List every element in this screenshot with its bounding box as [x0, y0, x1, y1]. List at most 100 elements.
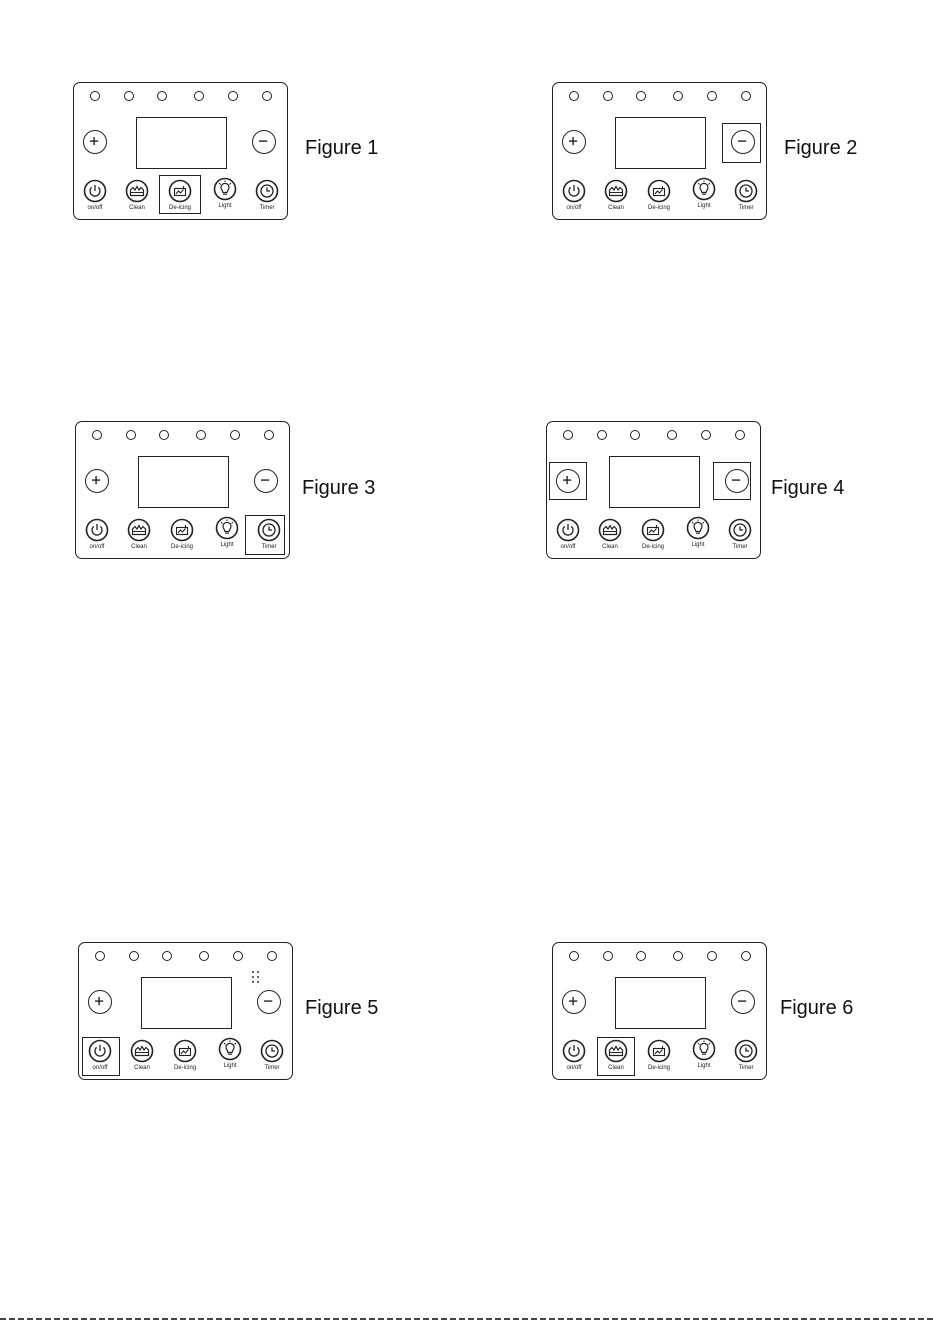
power-icon: [562, 179, 586, 203]
clean-icon: [604, 179, 628, 203]
minus-button[interactable]: [252, 130, 276, 154]
timer-label: Timer: [252, 1065, 292, 1072]
timer-label: Timer: [726, 205, 766, 212]
display-screen: [609, 456, 700, 508]
light-label: Light: [684, 203, 724, 210]
indicator-led: [667, 430, 677, 440]
de-icing-label: De-icing: [639, 205, 679, 212]
indicator-led: [159, 430, 169, 440]
indicator-led: [735, 430, 745, 440]
figure-label: Figure 6: [780, 996, 853, 1020]
power-icon: [562, 1039, 586, 1063]
clean-icon: [598, 518, 622, 542]
light-bulb-icon: [215, 516, 239, 540]
onoff-label: on/off: [554, 205, 594, 212]
display-screen: [136, 117, 227, 169]
de-icing-icon: [647, 1039, 671, 1063]
plus-button[interactable]: [83, 130, 107, 154]
clean-button[interactable]: [598, 518, 622, 542]
de-icing-icon: [641, 518, 665, 542]
light-button[interactable]: [692, 1037, 716, 1061]
timer-button[interactable]: [728, 518, 752, 542]
de-icing-button[interactable]: [647, 179, 671, 203]
indicator-led: [199, 951, 209, 961]
light-button[interactable]: [213, 177, 237, 201]
clean-button[interactable]: [604, 179, 628, 203]
minus-button[interactable]: [254, 469, 278, 493]
onoff-button[interactable]: [562, 179, 586, 203]
highlight-box: [159, 175, 201, 214]
clean-icon: [130, 1039, 154, 1063]
display-screen: [141, 977, 232, 1029]
clean-icon: [125, 179, 149, 203]
control-panel: on/off Clean De-icing: [552, 942, 767, 1080]
light-button[interactable]: [692, 177, 716, 201]
indicator-led: [228, 91, 238, 101]
control-panel: on/off Clean De-icing: [546, 421, 761, 559]
plus-button[interactable]: [85, 469, 109, 493]
timer-button[interactable]: [255, 179, 279, 203]
indicator-led: [157, 91, 167, 101]
highlight-box: [549, 462, 587, 500]
indicator-led: [741, 91, 751, 101]
timer-button[interactable]: [734, 179, 758, 203]
control-panel: on/off Clean De-icing: [78, 942, 293, 1080]
indicator-led: [162, 951, 172, 961]
indicator-led: [569, 91, 579, 101]
page-footer-rule: [0, 1318, 933, 1320]
de-icing-button[interactable]: [173, 1039, 197, 1063]
clock-icon: [260, 1039, 284, 1063]
onoff-button[interactable]: [83, 179, 107, 203]
de-icing-button[interactable]: [641, 518, 665, 542]
timer-label: Timer: [726, 1065, 766, 1072]
timer-button[interactable]: [734, 1039, 758, 1063]
figure-label: Figure 4: [771, 476, 844, 500]
light-button[interactable]: [218, 1037, 242, 1061]
minus-icon: [253, 131, 275, 153]
grip-dots-icon: [252, 971, 260, 983]
light-bulb-icon: [218, 1037, 242, 1061]
display-screen: [615, 977, 706, 1029]
clean-label: Clean: [122, 1065, 162, 1072]
indicator-led: [129, 951, 139, 961]
de-icing-label: De-icing: [162, 544, 202, 551]
indicator-led: [630, 430, 640, 440]
indicator-led: [707, 951, 717, 961]
clean-label: Clean: [119, 544, 159, 551]
clean-button[interactable]: [127, 518, 151, 542]
de-icing-button[interactable]: [647, 1039, 671, 1063]
onoff-button[interactable]: [556, 518, 580, 542]
indicator-led: [741, 951, 751, 961]
indicator-led: [569, 951, 579, 961]
indicator-led: [603, 951, 613, 961]
control-panel: on/off Clean De-icing: [75, 421, 290, 559]
onoff-button[interactable]: [562, 1039, 586, 1063]
light-label: Light: [210, 1063, 250, 1070]
clean-button[interactable]: [130, 1039, 154, 1063]
minus-icon: [732, 991, 754, 1013]
onoff-label: on/off: [77, 544, 117, 551]
plus-icon: [89, 991, 111, 1013]
de-icing-button[interactable]: [170, 518, 194, 542]
clean-label: Clean: [117, 205, 157, 212]
timer-button[interactable]: [260, 1039, 284, 1063]
plus-button[interactable]: [562, 130, 586, 154]
clean-button[interactable]: [125, 179, 149, 203]
onoff-button[interactable]: [85, 518, 109, 542]
light-button[interactable]: [686, 516, 710, 540]
onoff-label: on/off: [548, 544, 588, 551]
indicator-led: [673, 91, 683, 101]
minus-button[interactable]: [257, 990, 281, 1014]
minus-button[interactable]: [731, 990, 755, 1014]
light-label: Light: [207, 542, 247, 549]
indicator-led: [701, 430, 711, 440]
light-button[interactable]: [215, 516, 239, 540]
indicator-led: [90, 91, 100, 101]
light-bulb-icon: [692, 1037, 716, 1061]
figure-label: Figure 1: [305, 136, 378, 160]
plus-button[interactable]: [88, 990, 112, 1014]
indicator-led: [92, 430, 102, 440]
indicator-led: [194, 91, 204, 101]
plus-button[interactable]: [562, 990, 586, 1014]
control-panel: on/off Clean De-icing: [552, 82, 767, 220]
